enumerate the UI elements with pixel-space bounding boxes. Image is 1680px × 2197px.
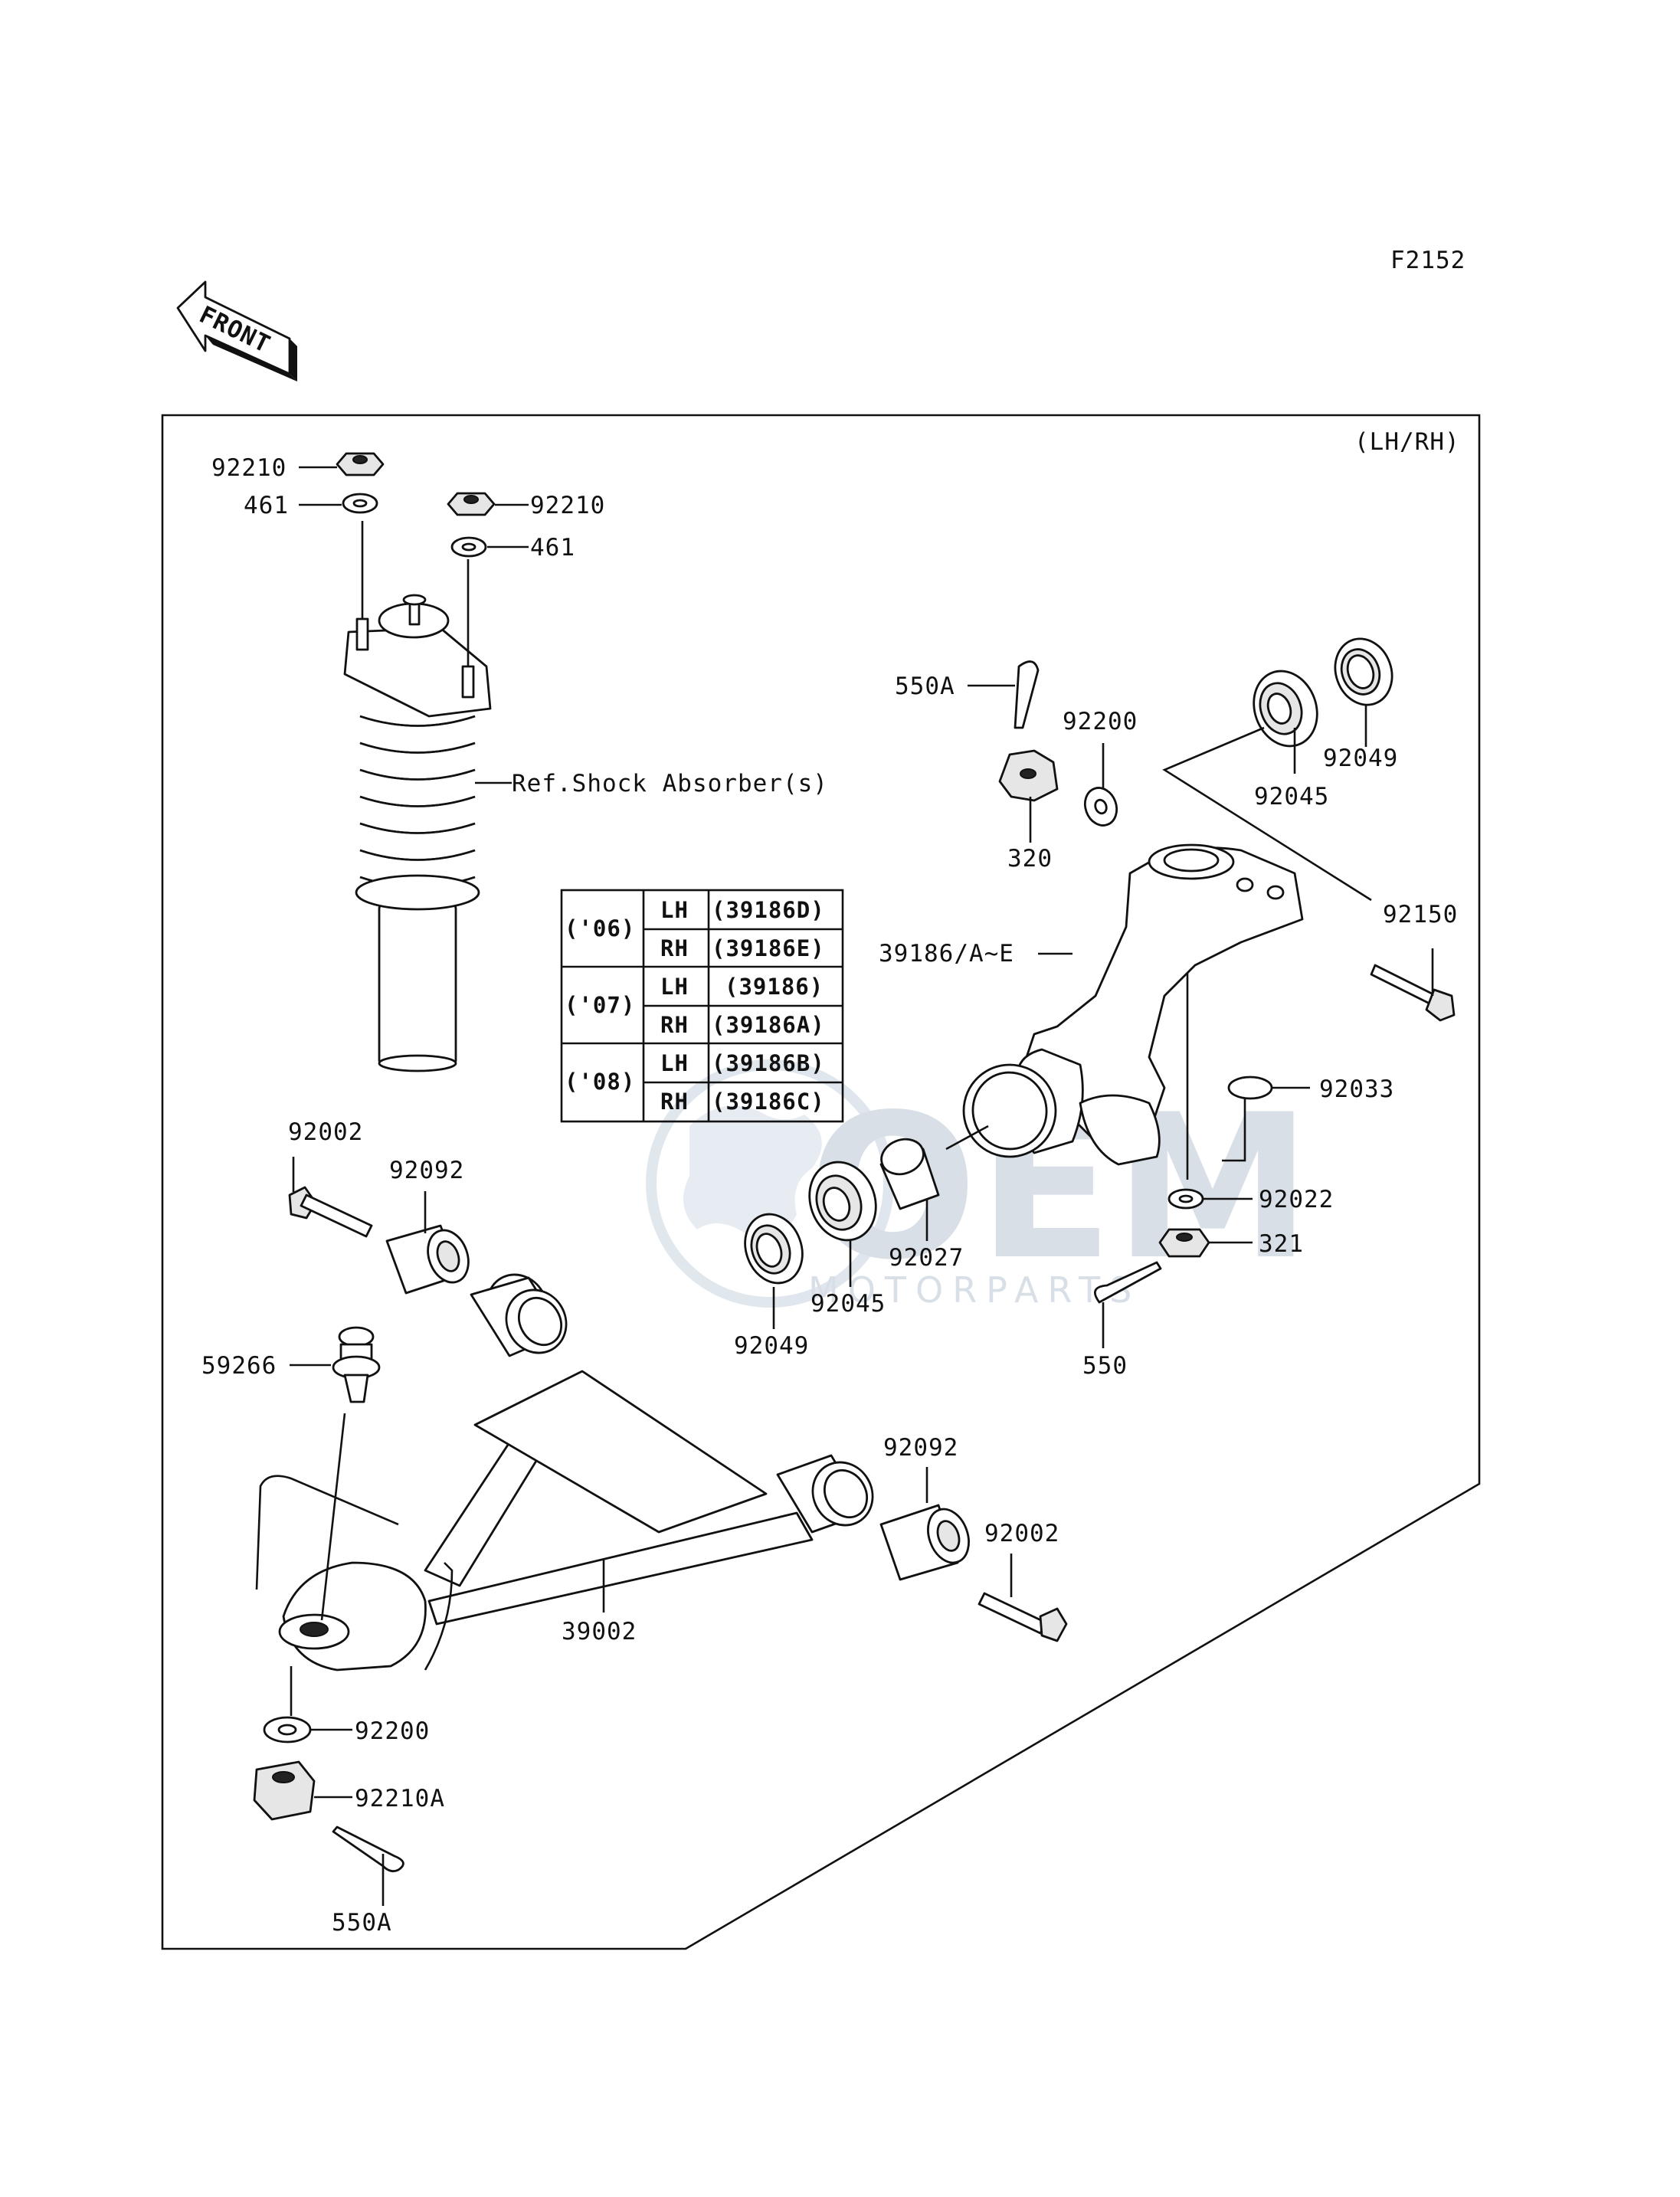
front-arrow: FRONT [176,280,297,381]
label-321: 321 [1259,1230,1304,1258]
nut-92210-left [336,452,385,476]
label-92027: 92027 [889,1244,964,1272]
bearing-92045-bottom [808,1161,877,1242]
table-lh-08: (39186B) [712,1050,825,1076]
table-lh-label-3: LH [660,1050,689,1076]
table-lh-label-2: LH [660,974,689,1000]
circlip-92033 [1227,1076,1273,1100]
bearing-92045-top [1253,670,1318,748]
label-320: 320 [1007,845,1053,873]
label-shock-ref: Ref.Shock Absorber(s) [512,770,828,797]
label-461-right: 461 [530,534,575,562]
nut-321 [1158,1228,1210,1258]
bushing-92092-right [879,1504,970,1581]
cotter-pin-550 [1093,1261,1162,1304]
label-92200-top: 92200 [1063,708,1138,735]
knuckle-39186 [962,843,1304,1166]
watermark-sub: MOTORPARTS [808,1269,1141,1311]
table-rh-08: (39186C) [712,1089,825,1115]
ball-joint-59266 [332,1326,381,1403]
washer-461-right [450,536,487,558]
bolt-92150 [1370,964,1456,1022]
label-92045-top: 92045 [1254,783,1329,810]
label-92210a: 92210A [355,1785,445,1812]
label-92210-right: 92210 [530,492,605,519]
label-92022: 92022 [1259,1186,1334,1213]
seal-92049-bottom [744,1213,804,1285]
collar-92027 [879,1138,940,1210]
table-lh-07: (39186) [725,974,824,1000]
nut-320 [998,749,1059,802]
table-rh-07: (39186A) [712,1012,825,1038]
table-lh-06: (39186D) [712,897,825,923]
label-550a-top: 550A [895,673,955,700]
label-39186: 39186/A~E [879,940,1014,968]
label-92092-left: 92092 [389,1157,464,1184]
washer-461-left [342,493,378,514]
figure-code: F2152 [1390,247,1465,274]
label-92049-bottom: 92049 [734,1332,809,1360]
table-year-08: ('08) [565,1069,635,1095]
label-92033: 92033 [1319,1076,1394,1103]
label-461-left: 461 [244,492,289,519]
label-59266: 59266 [201,1352,277,1380]
label-92002-left: 92002 [288,1118,363,1146]
table-year-07: ('07) [565,992,635,1018]
bolt-92002-right [978,1592,1068,1642]
washer-92022 [1167,1188,1204,1210]
table-lh-label-1: LH [660,897,689,923]
label-92049-top: 92049 [1323,745,1398,772]
label-92200-bottom: 92200 [355,1717,430,1745]
bolt-92002-left [288,1186,373,1238]
a-arm-39002 [255,1273,874,1671]
diagram-frame [161,414,1481,1950]
table-rh-label-1: RH [660,935,689,961]
label-92150: 92150 [1383,901,1458,928]
cotter-pin-550a-bottom [332,1825,404,1873]
watermark-continents [683,1105,822,1239]
cotter-pin-550a-top [1014,660,1040,729]
label-92092-right: 92092 [883,1434,958,1462]
table-rh-label-2: RH [660,1012,689,1038]
seal-92049-top [1334,637,1393,706]
table-rh-label-3: RH [660,1089,689,1115]
label-39002: 39002 [562,1618,637,1645]
nut-92210-right [447,492,496,516]
side-note: (LH/RH) [1354,428,1460,456]
label-550: 550 [1082,1352,1128,1380]
label-92210-left: 92210 [211,454,287,482]
shock-absorber [343,521,492,1072]
label-92045-bottom: 92045 [811,1290,886,1318]
table-rh-06: (39186E) [712,935,825,961]
nut-92210a [253,1760,316,1821]
bushing-92092-left [385,1224,470,1295]
washer-92200-bottom [263,1716,312,1744]
year-table: ('06) LH (39186D) RH (39186E) ('07) LH (… [560,889,844,1123]
label-92002-right: 92002 [984,1520,1059,1547]
washer-92200-top [1083,787,1118,827]
table-year-06: ('06) [565,915,635,941]
label-550a-bottom: 550A [332,1909,392,1937]
